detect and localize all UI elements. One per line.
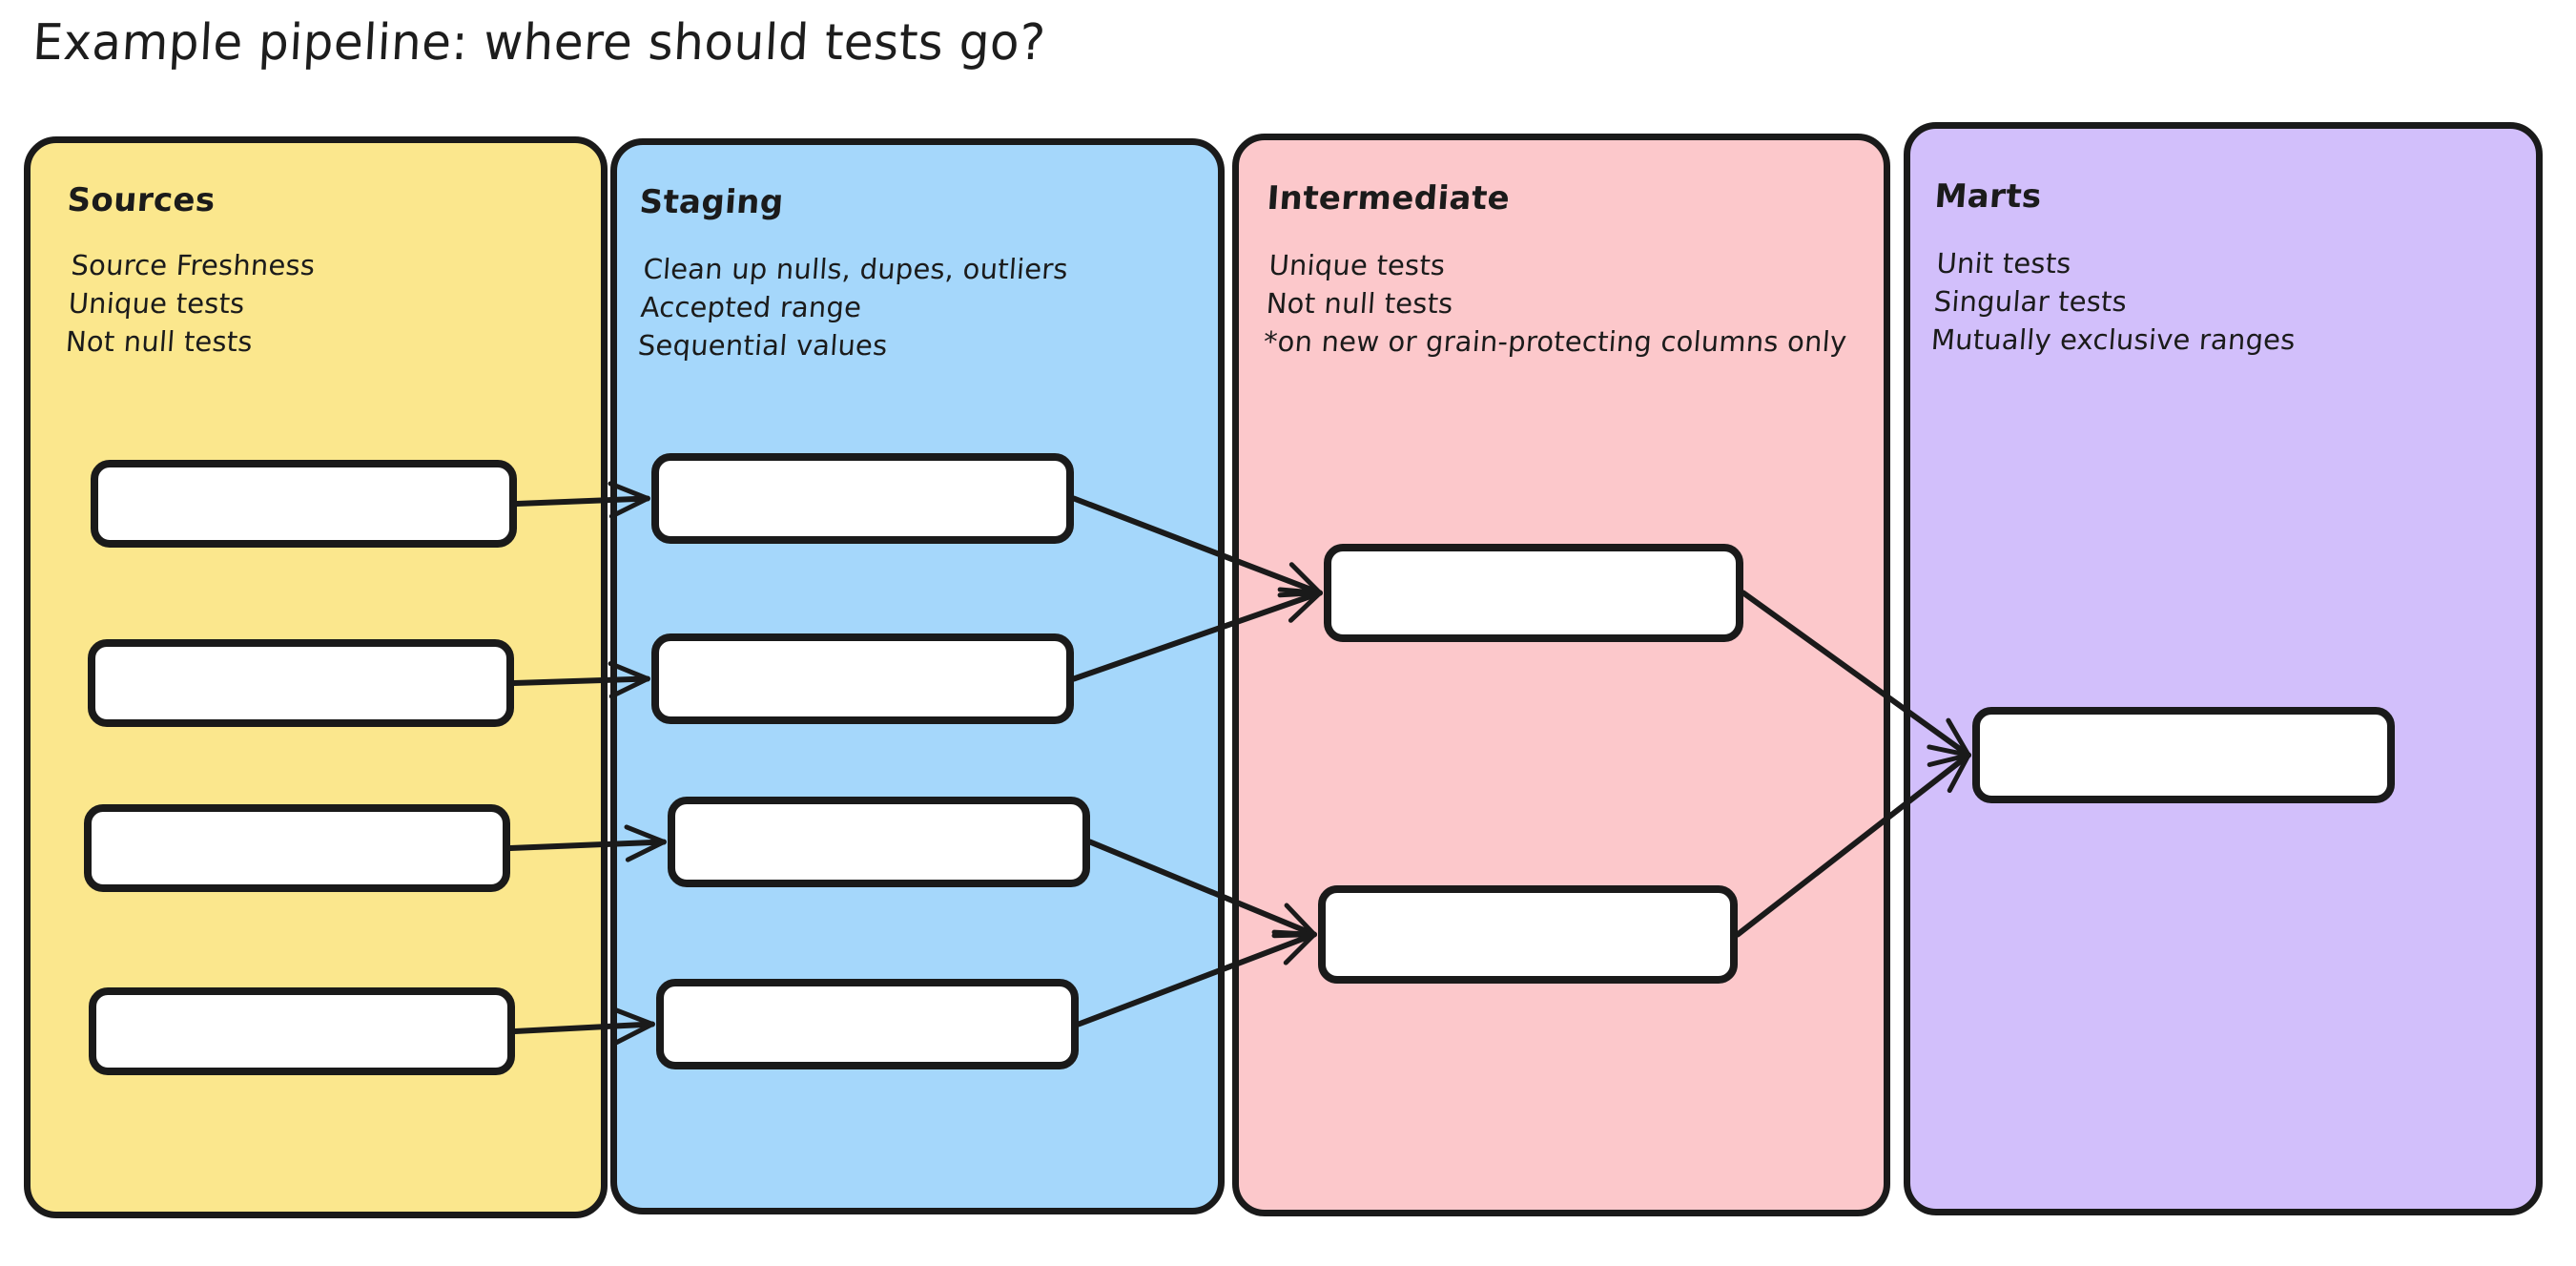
pipeline-node[interactable] — [1324, 544, 1743, 642]
pipeline-node[interactable] — [91, 460, 517, 548]
panel-title-marts: Marts — [1933, 177, 2044, 216]
panel-title-intermediate: Intermediate — [1266, 179, 1512, 218]
panel-marts — [1904, 122, 2543, 1215]
pipeline-node[interactable] — [88, 639, 514, 727]
panel-note-line: Unit tests — [1935, 247, 2072, 280]
panel-note-line: Source Freshness — [70, 249, 317, 281]
pipeline-node[interactable] — [651, 453, 1074, 544]
pipeline-node[interactable] — [1318, 885, 1738, 984]
panel-title-sources: Sources — [66, 181, 217, 219]
pipeline-node[interactable] — [651, 633, 1074, 724]
panel-title-staging: Staging — [638, 183, 786, 221]
pipeline-node[interactable] — [668, 797, 1090, 887]
pipeline-node[interactable] — [84, 804, 510, 892]
pipeline-node[interactable] — [1972, 707, 2395, 803]
panel-note-line: Not null tests — [1265, 287, 1454, 320]
panel-note-line: Clean up nulls, dupes, outliers — [642, 253, 1070, 285]
panel-note-line: Sequential values — [636, 329, 889, 362]
panel-note-line: Unique tests — [1267, 249, 1447, 281]
pipeline-node[interactable] — [89, 987, 515, 1075]
panel-note-line: Mutually exclusive ranges — [1929, 323, 2297, 356]
panel-note-line: Not null tests — [64, 325, 254, 358]
panel-note-line: Singular tests — [1932, 285, 2129, 318]
page-title: Example pipeline: where should tests go? — [31, 13, 1047, 72]
pipeline-node[interactable] — [656, 979, 1079, 1069]
panel-note-line: Accepted range — [639, 291, 863, 323]
panel-note-line: Unique tests — [67, 287, 246, 320]
panel-note-line: *on new or grain-protecting columns only — [1262, 325, 1848, 358]
